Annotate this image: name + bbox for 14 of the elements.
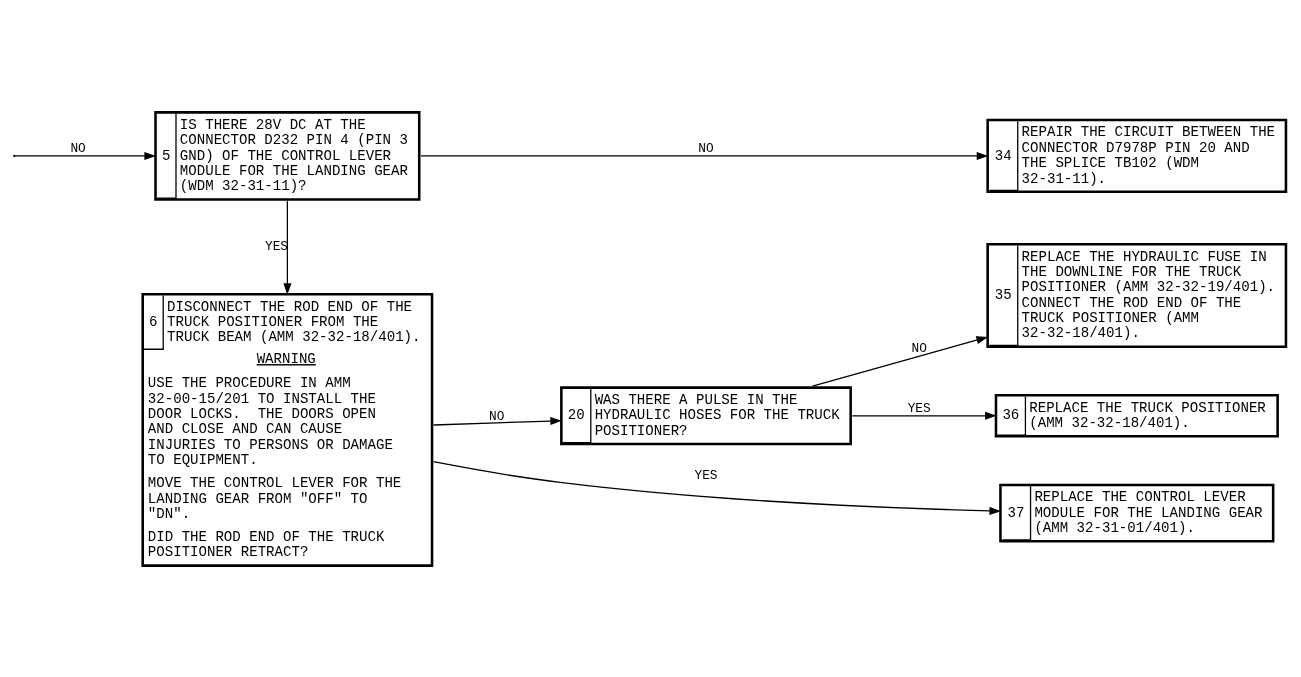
edge-label: YES [907,400,931,416]
arrow [432,416,562,426]
arrow [811,335,988,387]
edge-label: NO [698,140,714,156]
arrow [851,411,997,420]
arrow [14,151,156,160]
edge-label: NO [70,140,86,156]
edge-label: NO [911,340,927,356]
arrow [432,460,1001,515]
arrow [283,200,292,295]
arrow [420,151,989,160]
edge-label: YES [264,238,289,254]
edge-label: NO [489,408,505,424]
edge-label: YES [694,467,718,483]
